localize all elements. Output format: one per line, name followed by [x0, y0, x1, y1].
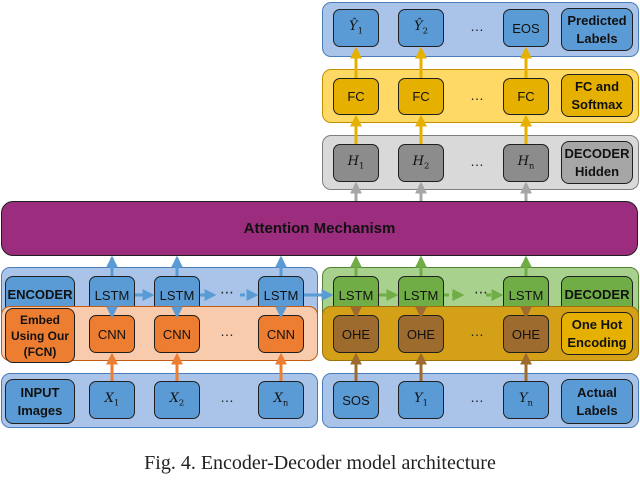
actual-sos: SOS	[333, 381, 379, 419]
predicted-label-1: Ŷ1	[333, 9, 379, 47]
predicted-ellipsis: …	[470, 18, 484, 34]
input-x-2: X2	[154, 381, 200, 419]
decoder-ellipsis: ⋯	[474, 284, 488, 300]
actual-y-1: Y1	[398, 381, 444, 419]
figure-caption: Fig. 4. Encoder-Decoder model architectu…	[144, 452, 496, 474]
one-hot-label: One Hot Encoding	[561, 312, 633, 355]
hidden-ellipsis: …	[470, 153, 484, 169]
actual-ellipsis: …	[470, 389, 484, 405]
input-x-n: Xn	[258, 381, 304, 419]
fc-ellipsis: …	[470, 87, 484, 103]
hidden-node-n: Hn	[503, 144, 549, 182]
attention-mechanism-box: Attention Mechanism	[1, 201, 638, 256]
input-images-label: INPUT Images	[5, 379, 75, 424]
fc-node-2: FC	[398, 78, 444, 115]
hidden-node-1: H1	[333, 144, 379, 182]
predicted-labels-label: Predicted Labels	[561, 8, 633, 51]
ohe-ellipsis: …	[470, 323, 484, 339]
ohe-node-2: OHE	[398, 315, 444, 353]
cnn-node-2: CNN	[154, 315, 200, 353]
input-ellipsis: …	[220, 389, 234, 405]
ohe-node-1: OHE	[333, 315, 379, 353]
actual-labels-label: Actual Labels	[561, 379, 633, 424]
predicted-label-eos: EOS	[503, 9, 549, 47]
fc-softmax-label: FC and Softmax	[561, 74, 633, 117]
cnn-ellipsis: …	[220, 323, 234, 339]
hidden-node-2: H2	[398, 144, 444, 182]
embed-label: Embed Using Our (FCN)	[5, 308, 75, 363]
encoder-ellipsis: ⋯	[220, 284, 234, 300]
fc-node-1: FC	[333, 78, 379, 115]
input-x-1: X1	[89, 381, 135, 419]
fc-node-n: FC	[503, 78, 549, 115]
ohe-node-n: OHE	[503, 315, 549, 353]
decoder-hidden-label: DECODER Hidden	[561, 141, 633, 184]
actual-y-n: Yn	[503, 381, 549, 419]
predicted-label-2: Ŷ2	[398, 9, 444, 47]
